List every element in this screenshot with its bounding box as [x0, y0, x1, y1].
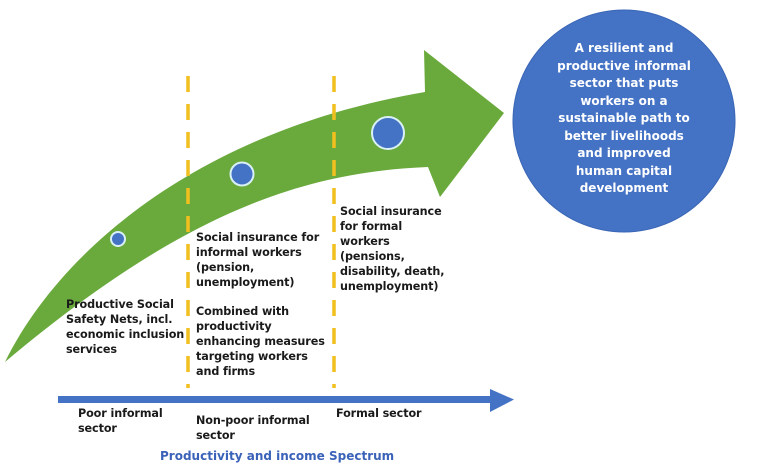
- stage-dot-3: [371, 116, 405, 150]
- goal-text: A resilient and productive informal sect…: [557, 41, 691, 195]
- spectrum-axis-arrowhead: [490, 389, 514, 412]
- intervention-label-poor: Productive Social Safety Nets, incl. eco…: [66, 298, 185, 356]
- spectrum-axis-line: [58, 396, 503, 403]
- intervention-extra-label-nonpoor: Combined with productivity enhancing mea…: [196, 305, 325, 378]
- stage-dot-1: [110, 231, 126, 247]
- axis-title: Productivity and income Spectrum: [160, 449, 395, 463]
- goal-circle: [512, 9, 736, 233]
- intervention-label-formal: Social insurance for formal workers (pen…: [340, 205, 445, 293]
- sector-label-nonpoor: Non-poor informal sector: [196, 414, 310, 442]
- stage-dot-2: [229, 161, 255, 187]
- sector-label-poor: Poor informal sector: [78, 407, 163, 435]
- intervention-label-nonpoor: Social insurance for informal workers (p…: [196, 231, 320, 289]
- sector-label-formal: Formal sector: [336, 407, 422, 420]
